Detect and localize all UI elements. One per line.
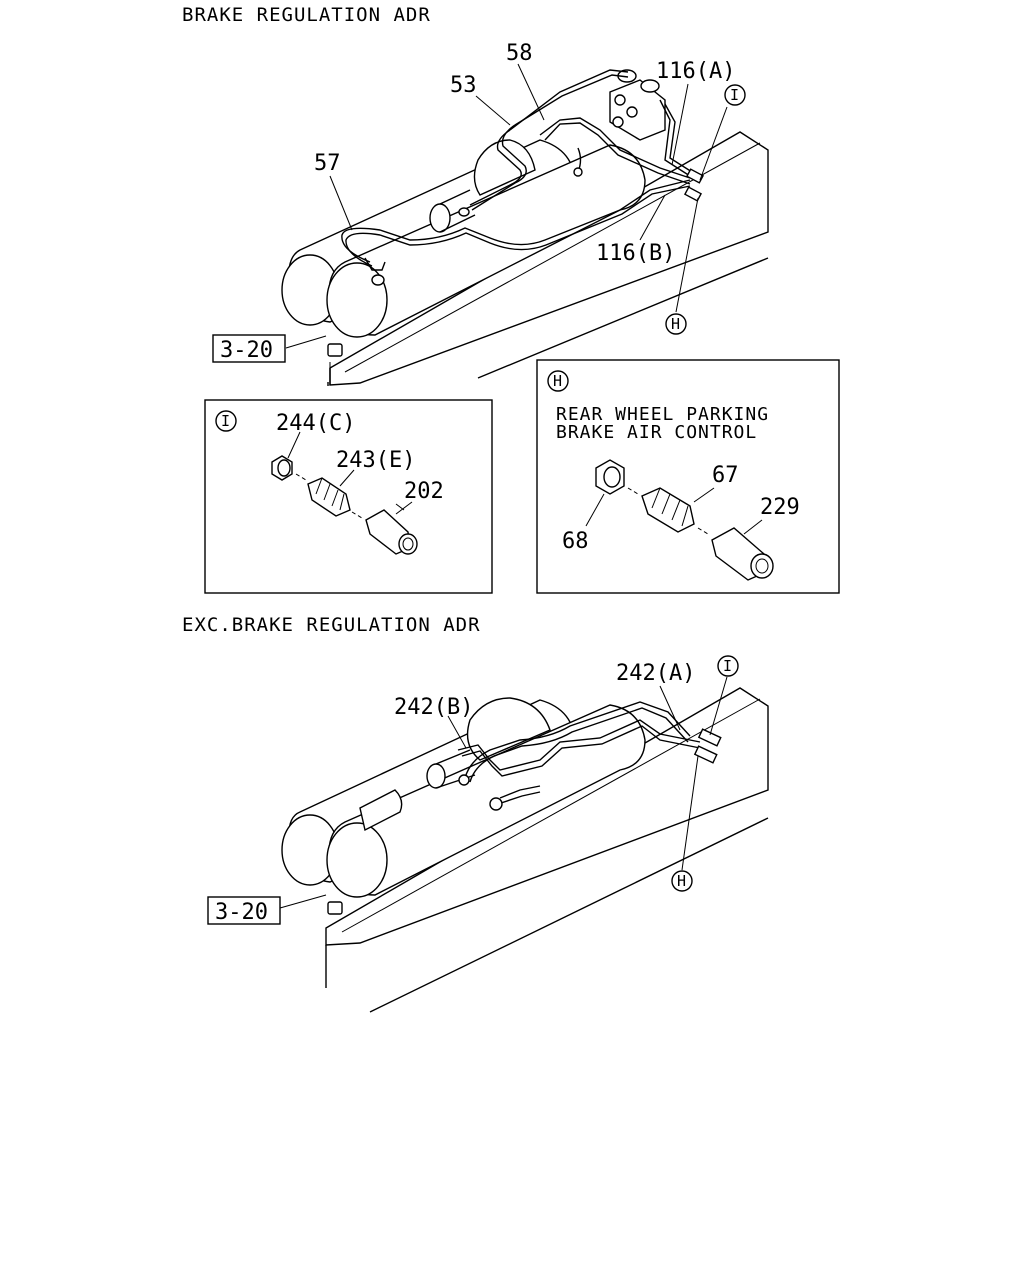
callout-116b: 116(B) — [596, 241, 675, 266]
callout-244c: 244(C) — [276, 411, 355, 436]
upper-valve-block — [609, 69, 666, 141]
coupler-229 — [711, 527, 774, 581]
union-243e — [307, 477, 351, 517]
svg-text:H: H — [553, 372, 562, 390]
callout-53: 53 — [450, 73, 477, 98]
lower-air-tanks — [281, 697, 646, 915]
lower-leader-lines — [279, 676, 728, 909]
lower-ref-box-label: 3-20 — [215, 900, 268, 925]
lower-frame-rail — [325, 687, 769, 1013]
upper-brake-pipes — [341, 69, 705, 286]
detail-h-note-line1: REAR WHEEL PARKING — [556, 404, 769, 425]
svg-text:I: I — [723, 657, 732, 675]
callout-68: 68 — [562, 529, 589, 554]
upper-frame-rail — [327, 131, 769, 386]
coupler-202 — [365, 503, 418, 555]
detail-h-marker: H — [547, 370, 569, 392]
upper-section: BRAKE REGULATION ADR — [182, 4, 769, 386]
detail-i-marker: I — [215, 410, 237, 432]
nut-244c — [271, 455, 293, 481]
callout-57: 57 — [314, 151, 341, 176]
callout-67: 67 — [712, 463, 739, 488]
svg-text:H: H — [671, 315, 680, 333]
svg-text:H: H — [677, 872, 686, 890]
lower-section: EXC.BRAKE REGULATION ADR — [182, 614, 769, 1013]
detail-h-note-line2: BRAKE AIR CONTROL — [556, 422, 757, 443]
callout-229: 229 — [760, 495, 800, 520]
callout-58: 58 — [506, 41, 533, 66]
detail-h-box: H REAR WHEEL PARKING BRAKE AIR CONTROL 6… — [536, 359, 840, 594]
upper-marker-h: H — [665, 313, 687, 335]
callout-242a: 242(A) — [616, 661, 695, 686]
lower-section-heading: EXC.BRAKE REGULATION ADR — [182, 614, 481, 636]
lower-brake-pipes — [457, 701, 722, 811]
upper-ref-box: 3-20 — [212, 334, 286, 363]
upper-ref-box-label: 3-20 — [220, 338, 273, 363]
union-67 — [641, 487, 695, 533]
callout-243e: 243(E) — [336, 448, 415, 473]
callout-202: 202 — [404, 479, 444, 504]
detail-i-box: I 244(C) 243(E) 202 — [204, 399, 493, 594]
upper-marker-i: I — [724, 84, 746, 106]
callout-242b: 242(B) — [394, 695, 473, 720]
nut-68 — [595, 459, 625, 495]
lower-ref-box: 3-20 — [207, 896, 281, 925]
callout-116a: 116(A) — [656, 59, 735, 84]
lower-marker-h: H — [671, 870, 693, 892]
svg-text:I: I — [221, 412, 230, 430]
lower-marker-i: I — [717, 655, 739, 677]
svg-text:I: I — [730, 86, 739, 104]
upper-leader-lines — [285, 63, 728, 349]
upper-section-heading: BRAKE REGULATION ADR — [182, 4, 431, 26]
